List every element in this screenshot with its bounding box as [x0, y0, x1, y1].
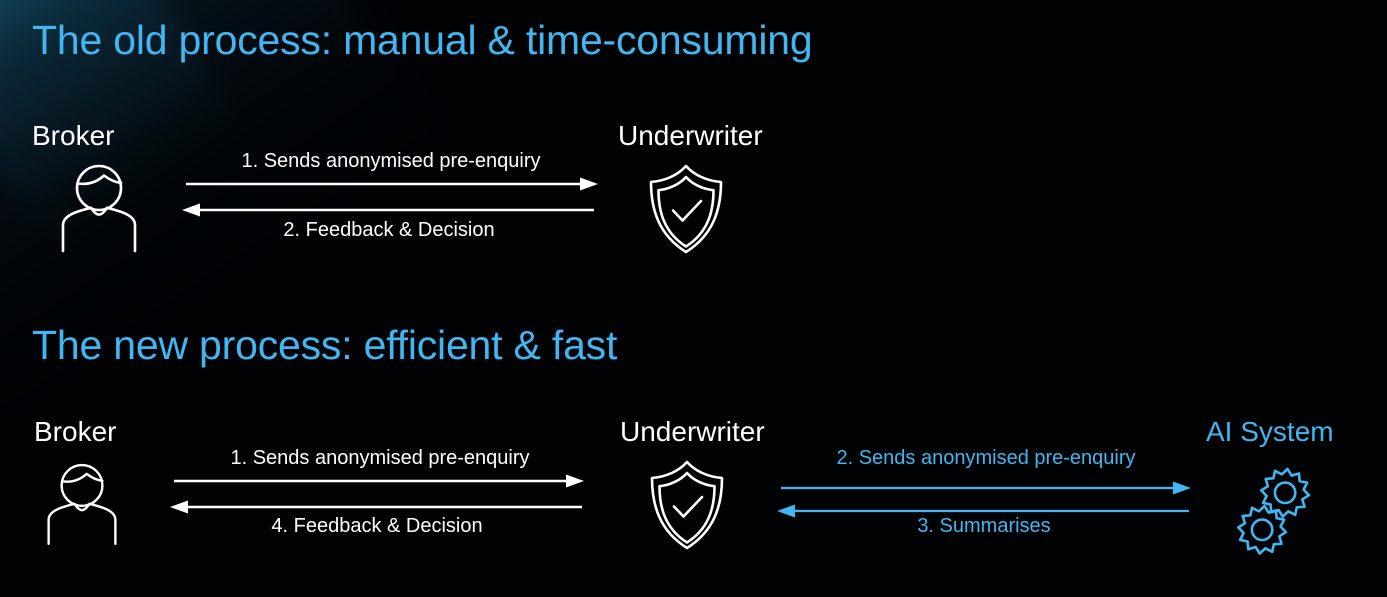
new-ai-system-label: AI System [1206, 416, 1334, 447]
old-flow-2-arrow-left [182, 202, 596, 218]
old-broker-person-icon [58, 163, 140, 253]
new-process-heading: The new process: efficient & fast [32, 322, 618, 368]
new-flow-4-arrow-left [170, 499, 584, 515]
new-broker-label: Broker [34, 416, 117, 447]
new-ai-system-gears-icon [1232, 466, 1318, 556]
old-flow-1-arrow-right [184, 176, 600, 192]
new-flow-2-label: 2. Sends anonymised pre-enquiry [836, 447, 1136, 469]
old-broker-label: Broker [32, 120, 115, 151]
new-flow-1-label: 1. Sends anonymised pre-enquiry [230, 447, 530, 469]
new-broker-person-icon [44, 461, 120, 547]
old-flow-2-label: 2. Feedback & Decision [283, 219, 495, 241]
new-flow-1-arrow-right [172, 473, 586, 489]
new-flow-4-label: 4. Feedback & Decision [271, 515, 483, 537]
new-underwriter-shield-check-icon [646, 459, 728, 551]
old-process-heading: The old process: manual & time-consuming [32, 17, 813, 63]
new-flow-3-label: 3. Summarises [917, 515, 1051, 537]
old-underwriter-label: Underwriter [618, 120, 763, 151]
new-flow-2-arrow-right [779, 480, 1193, 496]
old-flow-1-label: 1. Sends anonymised pre-enquiry [241, 150, 541, 172]
new-flow-3-arrow-left [777, 503, 1191, 519]
old-underwriter-shield-check-icon [645, 163, 727, 255]
new-underwriter-label: Underwriter [620, 416, 765, 447]
